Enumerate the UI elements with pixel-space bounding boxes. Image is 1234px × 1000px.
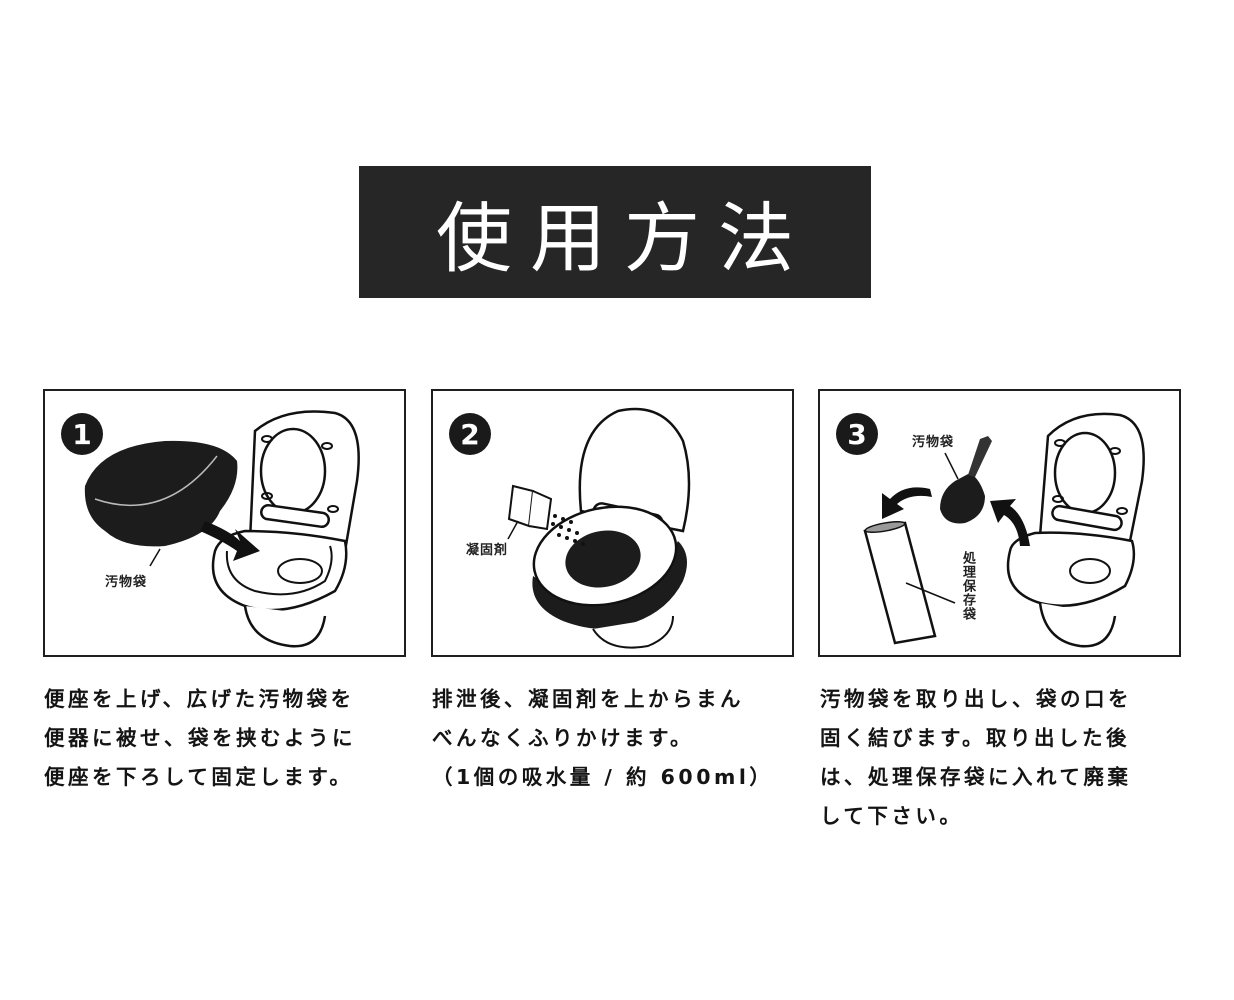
toilet-dispose-bag-icon: [863, 412, 1145, 648]
waste-bag-label: 汚物袋: [912, 435, 955, 450]
toilet-with-bag-icon: [84, 410, 360, 648]
step-3-illustration: 3 汚物袋 処理保存袋: [818, 389, 1181, 657]
coagulant-label: 凝固剤: [466, 543, 509, 558]
step-2-illustration: 2 凝固剤: [431, 389, 794, 657]
page-title: 使用方法: [436, 194, 812, 283]
description-line: べんなくふりかけます。: [432, 726, 694, 750]
description-line: 固く結びます。取り出した後: [820, 726, 1130, 750]
description-line: （1個の吸水量 / 約 600ml）: [432, 765, 774, 789]
description-line: して下さい。: [820, 804, 964, 828]
step-number-badge: 2: [449, 413, 491, 455]
description-line: 便器に被せ、袋を挟むように: [44, 726, 356, 750]
step-1-illustration: 1 汚物袋: [43, 389, 406, 657]
toilet-with-coagulant-icon: [507, 407, 691, 649]
description-line: 便座を下ろして固定します。: [44, 765, 354, 789]
step-1-description: 便座を上げ、広げた汚物袋を 便器に被せ、袋を挟むように 便座を下ろして固定します…: [44, 680, 424, 797]
step-2-description: 排泄後、凝固剤を上からまん べんなくふりかけます。 （1個の吸水量 / 約 60…: [432, 680, 812, 797]
description-line: 汚物袋を取り出し、袋の口を: [820, 687, 1132, 711]
description-line: 便座を上げ、広げた汚物袋を: [44, 687, 355, 711]
waste-bag-label: 汚物袋: [105, 575, 148, 590]
description-line: 排泄後、凝固剤を上からまん: [432, 687, 744, 711]
description-line: は、処理保存袋に入れて廃棄: [820, 765, 1132, 789]
step-number-badge: 1: [61, 413, 103, 455]
step-3-description: 汚物袋を取り出し、袋の口を 固く結びます。取り出した後 は、処理保存袋に入れて廃…: [820, 680, 1200, 836]
storage-bag-label: 処理保存袋: [960, 551, 975, 621]
title-banner: 使用方法: [359, 166, 871, 298]
step-number-badge: 3: [836, 413, 878, 455]
